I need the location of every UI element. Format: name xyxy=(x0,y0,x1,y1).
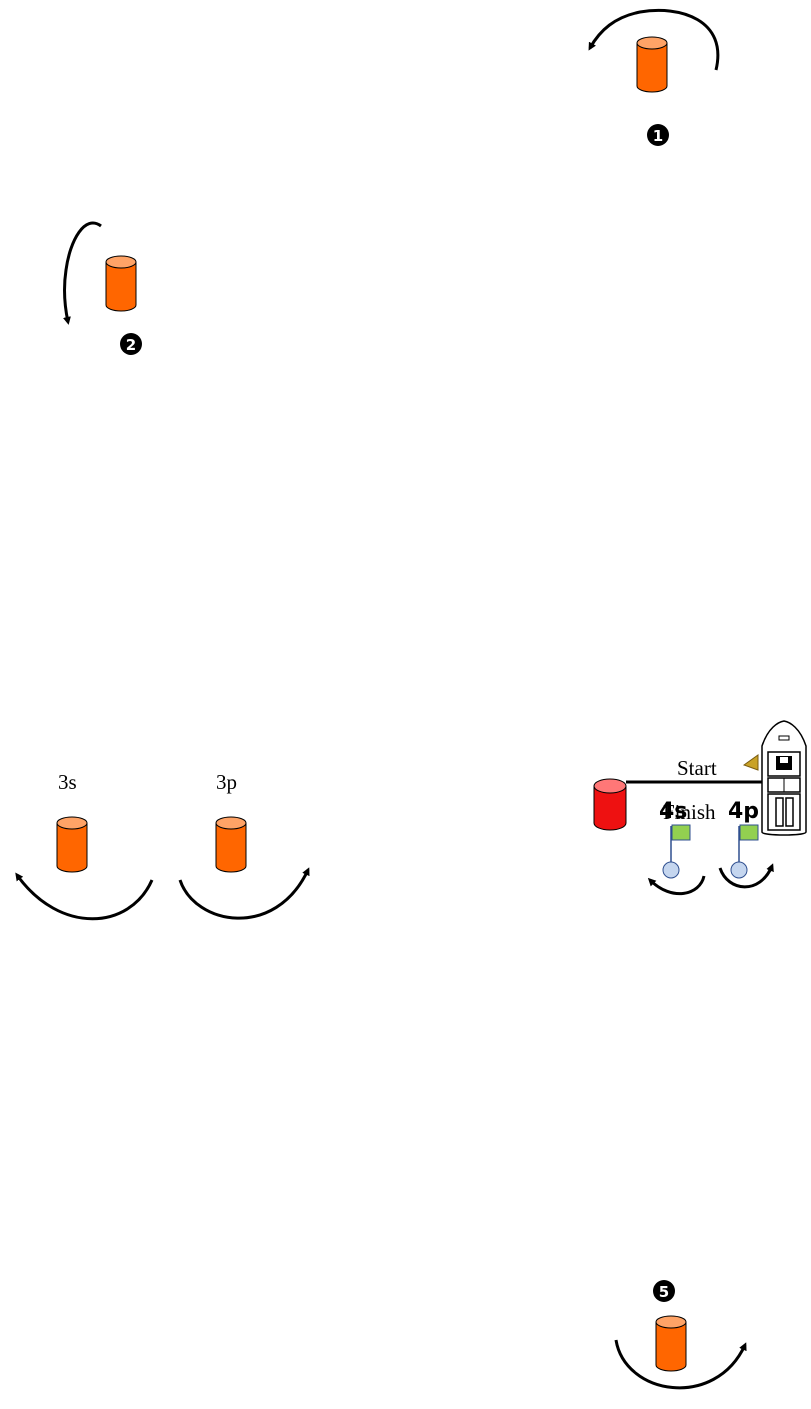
buoy-icon xyxy=(656,1316,686,1371)
buoy-2: 2 xyxy=(65,223,142,355)
arrow-icon xyxy=(650,876,704,894)
ball-icon xyxy=(663,862,679,878)
buoy-icon xyxy=(637,37,667,92)
boat-icon xyxy=(762,721,806,835)
arrow-icon xyxy=(17,875,152,919)
finish-label: Finish xyxy=(663,800,716,824)
buoy-5: 5 xyxy=(616,1280,745,1388)
buoy-number: 5 xyxy=(659,1283,669,1301)
flag-icon xyxy=(672,825,690,840)
label-4p: 4p xyxy=(728,799,759,824)
ball-icon xyxy=(731,862,747,878)
buoy-icon xyxy=(57,817,87,872)
buoy-number: 2 xyxy=(126,336,136,354)
label-3p: 3p xyxy=(216,770,237,794)
buoy-number: 1 xyxy=(653,127,663,145)
pennant-icon xyxy=(744,755,758,770)
start-label: Start xyxy=(677,756,717,780)
flag-icon xyxy=(740,825,758,840)
arrow-icon xyxy=(65,223,101,322)
buoy-1: 1 xyxy=(590,10,718,146)
buoy-3p: 3p xyxy=(180,770,308,918)
buoy-icon xyxy=(216,817,246,872)
label-3s: 3s xyxy=(58,770,77,794)
buoy-icon xyxy=(594,779,626,830)
buoy-3s: 3s xyxy=(17,770,152,919)
start-finish: Start Finish xyxy=(594,721,806,835)
arrow-icon xyxy=(180,870,308,918)
buoy-icon xyxy=(106,256,136,311)
